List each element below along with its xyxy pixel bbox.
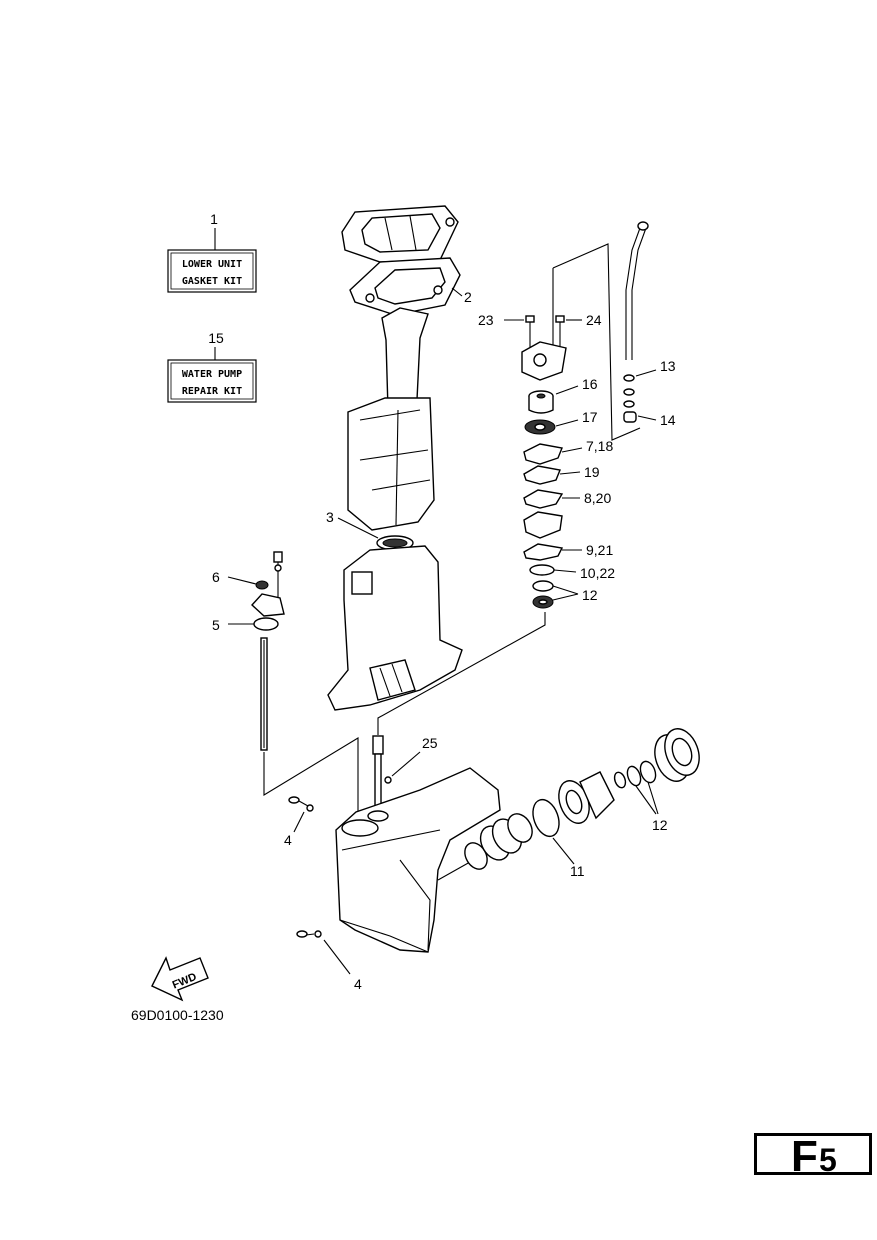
callout-25: 25 — [422, 735, 438, 751]
water-tube — [623, 221, 649, 423]
kit-box-water-pump-repair: 15 WATER PUMP REPAIR KIT — [167, 330, 257, 403]
page-index-badge: F 5 — [754, 1132, 872, 1181]
callout-24: 24 — [586, 312, 602, 328]
callout-10-22: 10,22 — [580, 565, 615, 581]
callout-13: 13 — [660, 358, 676, 374]
kit-box-lower-unit-gasket: 1 LOWER UNIT GASKET KIT — [167, 211, 257, 293]
callout-8-20: 8,20 — [584, 490, 611, 506]
callout-12-upper: 12 — [582, 587, 598, 603]
leader-line — [377, 612, 546, 735]
leader-line — [552, 243, 641, 441]
page-number: 5 — [819, 1142, 837, 1178]
callout-5: 5 — [212, 617, 220, 633]
shift-rod-assembly — [251, 551, 285, 751]
kit-line-1: LOWER UNIT — [182, 259, 242, 270]
propeller-housing — [654, 728, 700, 782]
o-ring-11 — [532, 798, 560, 838]
callout-16: 16 — [582, 376, 598, 392]
callout-19: 19 — [584, 464, 600, 480]
fwd-arrow-icon: FWD — [151, 956, 209, 1002]
callout-2: 2 — [464, 289, 472, 305]
bearing-housing — [558, 771, 615, 824]
propeller-shaft-gears — [437, 813, 533, 881]
callout-4-upper: 4 — [284, 832, 292, 848]
gasket-2 — [349, 257, 463, 316]
upper-casing — [347, 307, 435, 531]
kit-number: 15 — [208, 330, 224, 346]
screw-4-upper — [288, 796, 314, 812]
callout-7-18: 7,18 — [586, 438, 613, 454]
callout-17: 17 — [582, 409, 598, 425]
gear-case — [335, 767, 501, 953]
kit-line-2: GASKET KIT — [182, 276, 242, 287]
callout-6: 6 — [212, 569, 220, 585]
callout-4-lower: 4 — [354, 976, 362, 992]
drive-shaft — [372, 735, 392, 815]
water-pump-stack — [521, 315, 567, 609]
kit-number: 1 — [210, 211, 218, 227]
page-letter: F — [791, 1132, 818, 1181]
kit-line-1: WATER PUMP — [182, 369, 242, 380]
callout-23: 23 — [478, 312, 494, 328]
callout-14: 14 — [660, 412, 676, 428]
leader-line — [263, 737, 359, 825]
callout-11: 11 — [570, 863, 585, 879]
kit-line-2: REPAIR KIT — [182, 386, 242, 397]
callout-3: 3 — [326, 509, 334, 525]
lower-casing — [327, 545, 463, 711]
top-gasket-plate — [341, 205, 459, 263]
callout-12-lower: 12 — [652, 817, 668, 833]
diagram-code: 69D0100-1230 — [131, 1007, 224, 1023]
bearings-12 — [613, 760, 657, 789]
screw-4-lower — [296, 930, 322, 938]
callout-9-21: 9,21 — [586, 542, 613, 558]
